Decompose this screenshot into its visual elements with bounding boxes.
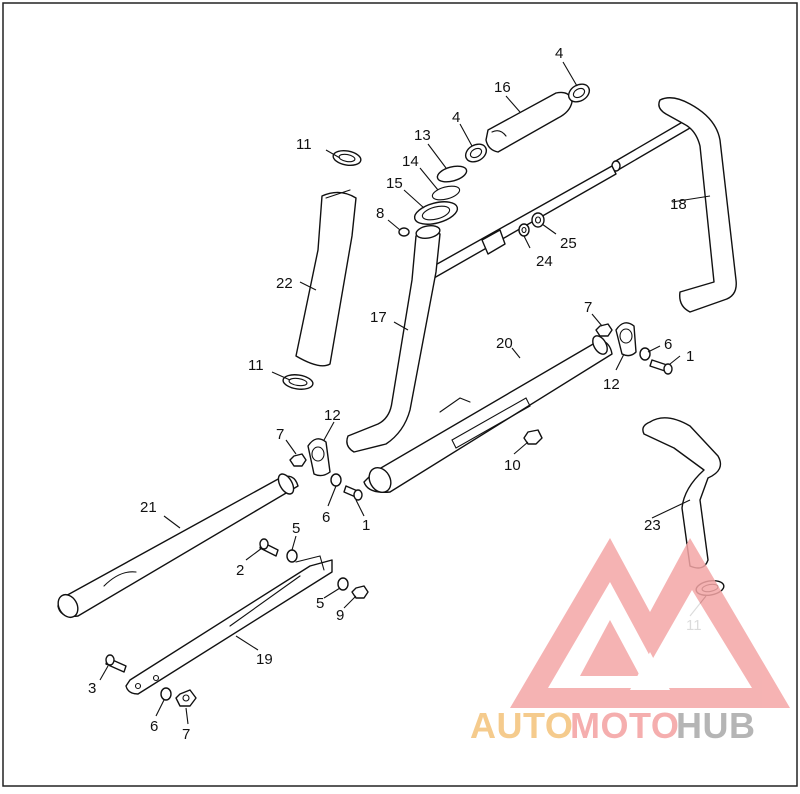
part-6-washer-left <box>330 473 342 487</box>
callout-10: 10 <box>504 457 521 474</box>
watermark-hub: HUB <box>676 705 756 746</box>
callout-5: 5 <box>316 595 324 612</box>
callout-4: 4 <box>555 45 563 62</box>
part-4-hose-clamp-top <box>567 83 591 103</box>
part-1-bolt-right <box>649 359 673 375</box>
callout-23: 23 <box>644 517 661 534</box>
callout-12: 12 <box>324 407 341 424</box>
watermark-auto: AUTO <box>470 705 573 746</box>
part-10-nut <box>523 429 543 445</box>
callout-12: 12 <box>603 376 620 393</box>
callout-9: 9 <box>336 607 344 624</box>
part-19-muffler-bracket <box>125 555 333 695</box>
callout-5: 5 <box>292 520 300 537</box>
automotohub-watermark: AUTO MOTO HUB <box>470 538 790 746</box>
callout-20: 20 <box>496 335 513 352</box>
callout-1: 1 <box>362 517 370 534</box>
part-20-right-muffler <box>363 335 613 494</box>
part-6-washer-lower <box>160 687 172 701</box>
part-7-nut-middle <box>289 453 307 467</box>
callout-3: 3 <box>88 680 96 697</box>
part-4-hose-clamp-mid <box>464 143 488 163</box>
callout-13: 13 <box>414 127 431 144</box>
callout-8: 8 <box>376 205 384 222</box>
callout-22: 22 <box>276 275 293 292</box>
part-22-heat-shield <box>295 189 357 367</box>
callout-19: 19 <box>256 651 273 668</box>
part-21-left-muffler <box>57 473 299 619</box>
part-3-bolt <box>105 654 127 673</box>
callout-11: 11 <box>296 136 312 153</box>
callout-7: 7 <box>584 299 592 316</box>
callout-25: 25 <box>560 235 577 252</box>
crossover-pipe <box>429 165 617 279</box>
callout-17: 17 <box>370 309 387 326</box>
callout-4: 4 <box>452 109 460 126</box>
callout-1: 1 <box>686 348 694 365</box>
part-12-mount-clamp-right <box>615 322 637 357</box>
part-13-retaining-ring <box>436 165 468 183</box>
part-16-heat-shield <box>485 91 573 153</box>
callout-24: 24 <box>536 253 553 270</box>
part-15-flange <box>413 201 459 225</box>
part-5-washer-lower <box>337 577 349 591</box>
callout-16: 16 <box>494 79 511 96</box>
part-17-front-header-pipe <box>346 225 441 453</box>
callout-14: 14 <box>402 153 419 170</box>
part-7-nut-lower <box>175 689 197 707</box>
part-12-mount-clamp-left <box>307 438 331 477</box>
callout-11: 11 <box>248 357 264 374</box>
part-24-washer <box>518 223 530 237</box>
part-18-rear-header-pipe <box>611 97 737 313</box>
callout-2: 2 <box>236 562 244 579</box>
part-11-clamp-lower-left <box>282 374 314 390</box>
part-2-bolt <box>259 538 279 557</box>
part-8-nut <box>398 227 410 237</box>
callout-21: 21 <box>140 499 157 516</box>
part-25-washer <box>531 212 545 228</box>
part-7-nut-upper <box>595 323 613 337</box>
callout-6: 6 <box>664 336 672 353</box>
part-11-clamp-upper-left <box>332 149 362 167</box>
part-1-bolt-left <box>343 485 363 501</box>
callout-18: 18 <box>670 196 687 213</box>
watermark-moto: MOTO <box>570 705 679 746</box>
callout-7: 7 <box>182 726 190 743</box>
callout-6: 6 <box>150 718 158 735</box>
part-9-nut <box>351 585 369 599</box>
part-14-gasket <box>431 185 461 201</box>
part-6-washer-right <box>639 347 651 361</box>
triangle-logo-mark <box>510 538 790 708</box>
part-23-heat-shield <box>642 417 722 569</box>
part-5-washer-upper <box>286 549 298 563</box>
callout-7: 7 <box>276 426 284 443</box>
callout-15: 15 <box>386 175 403 192</box>
callout-6: 6 <box>322 509 330 526</box>
